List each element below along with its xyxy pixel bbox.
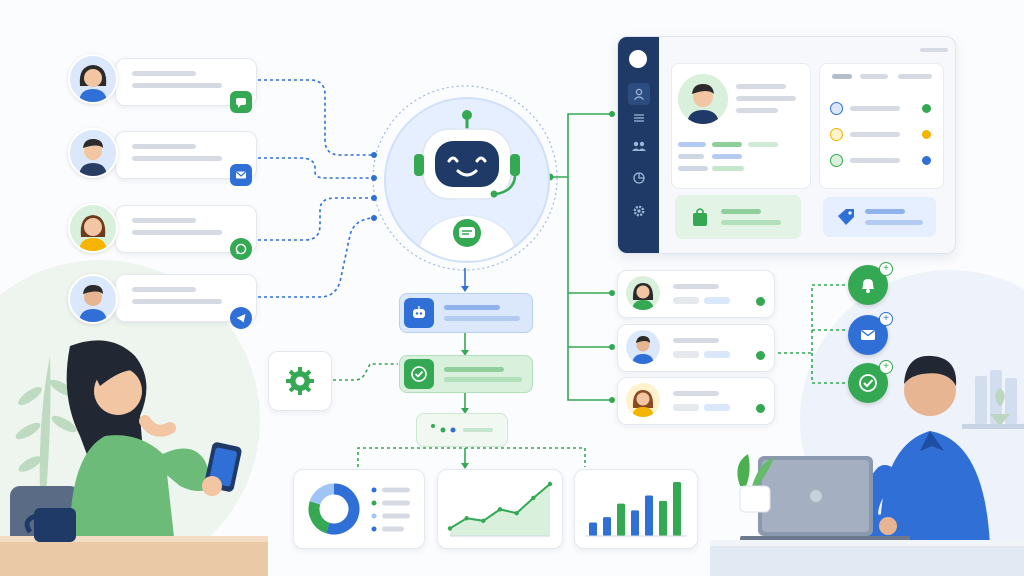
channel-card-4[interactable] (115, 274, 257, 329)
connector-gear-flow (333, 363, 398, 381)
connector-bot-users (567, 177, 612, 401)
bell-icon[interactable]: + (848, 262, 893, 305)
gear-icon (284, 365, 316, 397)
legend-line (382, 500, 410, 506)
profile-avatar (678, 74, 728, 124)
telegram-icon (230, 307, 252, 329)
check-circle-icon[interactable]: + (848, 360, 893, 403)
flow-step-bot[interactable] (399, 293, 533, 333)
donut-slice (309, 483, 335, 505)
shopping-bag-icon (689, 206, 711, 228)
orders-panel[interactable] (675, 195, 801, 239)
flow-step-typing[interactable] (416, 413, 508, 447)
bar (589, 522, 597, 536)
contact-row[interactable] (830, 154, 934, 168)
donut-slice (308, 501, 330, 534)
bar-chart (585, 482, 687, 537)
legend-line (382, 487, 410, 493)
donut-chart (308, 483, 410, 535)
avatar-man-1 (68, 128, 118, 178)
email-icon (230, 164, 252, 186)
connector-channel-1 (258, 79, 372, 156)
woman-with-phone (0, 340, 268, 576)
line-chart-card (437, 469, 563, 549)
bot-orbit-ring (372, 85, 558, 271)
app-logo (629, 50, 647, 68)
channel-card-3[interactable] (115, 205, 257, 260)
whatsapp-icon (230, 238, 252, 260)
avatar-woman-2 (68, 203, 118, 253)
legend-line (382, 513, 410, 519)
list-icon[interactable] (628, 107, 650, 129)
pie-chart-icon[interactable] (628, 167, 650, 189)
legend-marker (371, 513, 377, 519)
tags-panel[interactable] (823, 197, 936, 237)
legend-line (382, 526, 404, 532)
settings-card[interactable] (268, 351, 332, 411)
tag-icon (835, 206, 857, 228)
legend-marker (371, 487, 377, 493)
dashboard-sidebar (618, 37, 659, 253)
legend-marker (371, 500, 377, 506)
chatbot-avatar[interactable] (384, 97, 550, 263)
connector-channel-2 (258, 157, 372, 179)
channel-card-1[interactable] (115, 58, 257, 113)
bar (603, 517, 611, 536)
area-point (447, 526, 453, 531)
window-controls (920, 48, 948, 52)
connector-channel-4 (258, 217, 373, 298)
contact-row[interactable] (830, 102, 934, 116)
bar (631, 510, 639, 536)
user-card-2[interactable] (617, 324, 775, 372)
bar (645, 495, 653, 536)
donut-chart-card (293, 469, 425, 549)
man-with-laptop (710, 355, 1024, 576)
dashboard-window (617, 36, 956, 254)
contacts-panel (819, 63, 944, 189)
area-point (514, 510, 519, 516)
check-icon (404, 359, 434, 389)
bar (617, 503, 625, 536)
team-icon[interactable] (628, 135, 650, 157)
user-card-1[interactable] (617, 270, 775, 318)
connector-flow-charts (357, 447, 586, 467)
area-point (547, 481, 553, 487)
user-icon[interactable] (628, 83, 650, 105)
channel-card-2[interactable] (115, 131, 257, 186)
area-point (531, 495, 536, 501)
connector-users-notify (778, 284, 846, 384)
bar (673, 482, 681, 536)
avatar-man-2 (68, 274, 118, 324)
legend-marker (371, 526, 377, 532)
contact-row[interactable] (830, 128, 934, 142)
bar-chart-card (574, 469, 698, 549)
avatar-woman-1 (68, 54, 118, 104)
settings-icon[interactable] (628, 200, 650, 222)
area-point (464, 516, 469, 521)
flow-step-check[interactable] (399, 355, 533, 393)
chat-bubble-icon (230, 91, 252, 113)
area-point (497, 507, 503, 512)
user-card-3[interactable] (617, 377, 775, 425)
donut-slice (326, 483, 360, 535)
bar (659, 500, 667, 536)
connector-bot-dashboard (550, 113, 612, 178)
robot-icon (404, 298, 434, 328)
profile-panel (671, 63, 811, 189)
area-point (481, 518, 486, 523)
area-chart (447, 481, 553, 537)
connector-channel-3 (258, 197, 372, 241)
mail-icon[interactable]: + (848, 312, 893, 355)
